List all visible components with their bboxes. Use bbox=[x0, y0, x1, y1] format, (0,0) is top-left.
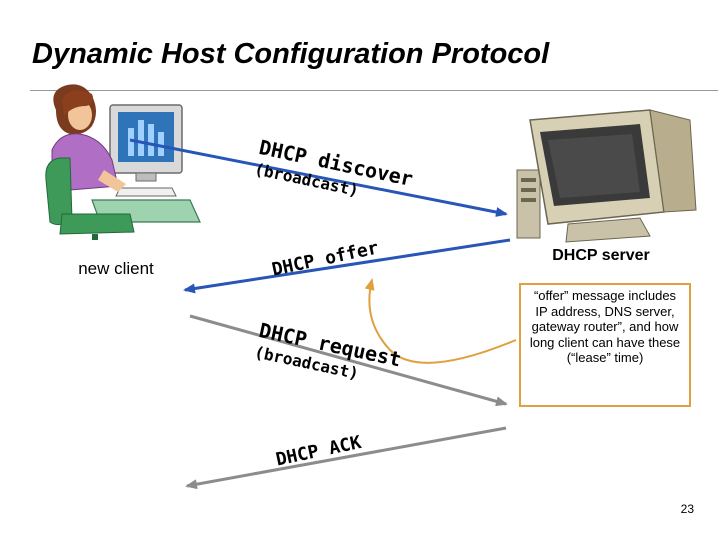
offer-note-box: “offer” message includes IP address, DNS… bbox=[519, 283, 691, 407]
server-label: DHCP server bbox=[552, 247, 650, 264]
client-label: new client bbox=[78, 259, 154, 278]
client-computer-icon bbox=[45, 84, 201, 240]
request-arrow bbox=[189, 314, 508, 407]
offer-arrow bbox=[183, 238, 511, 294]
discover-arrow bbox=[129, 138, 508, 217]
title-divider bbox=[30, 90, 718, 91]
server-computer-icon bbox=[516, 109, 697, 243]
page-number: 23 bbox=[680, 502, 694, 516]
note-pointer-arrow bbox=[364, 278, 517, 364]
slide-title: Dynamic Host Configuration Protocol bbox=[32, 38, 550, 70]
ack-arrow bbox=[185, 426, 507, 490]
